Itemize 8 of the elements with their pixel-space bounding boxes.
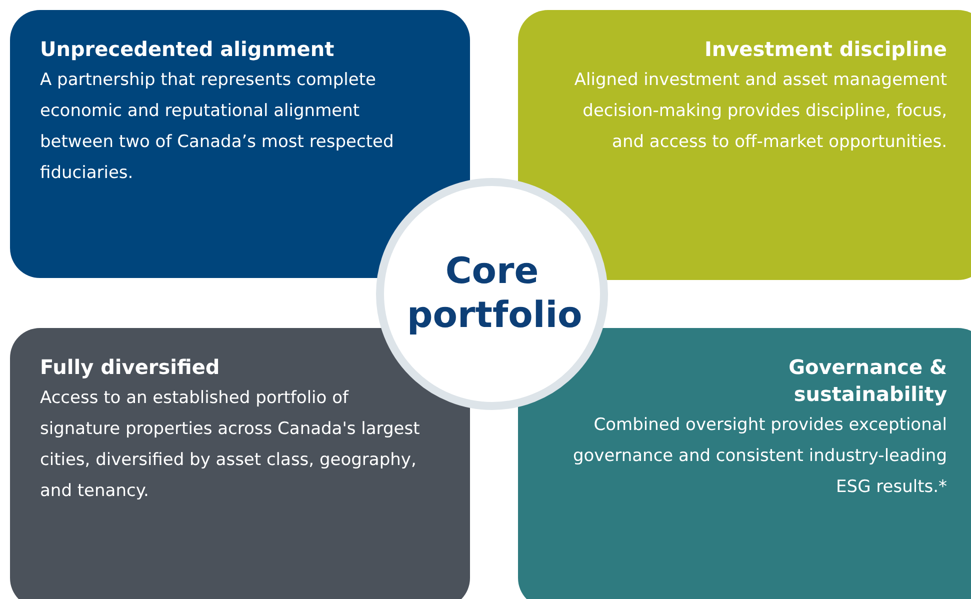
card-heading: Fully diversified [40, 354, 221, 381]
card-description: Combined oversight provides exceptional governance and consistent industry-leading ESG results.* [572, 414, 947, 499]
card-description: A partnership that represents complete economic and reputational alignment between two of Canada’s most respected fiduciaries. [40, 69, 395, 185]
card-heading: Governance & sustainability [788, 354, 947, 408]
card-heading: Investment discipline [703, 36, 947, 63]
card-heading: Unprecedented alignment [40, 36, 336, 63]
card-description: Aligned investment and asset management decision-making provides discipline, focus, and access to off-market opportunities. [573, 69, 947, 154]
card-description: Access to an established portfolio of signature properties across Canada's largest cities, diversified by asset class, geography, and tenancy. [40, 387, 420, 503]
